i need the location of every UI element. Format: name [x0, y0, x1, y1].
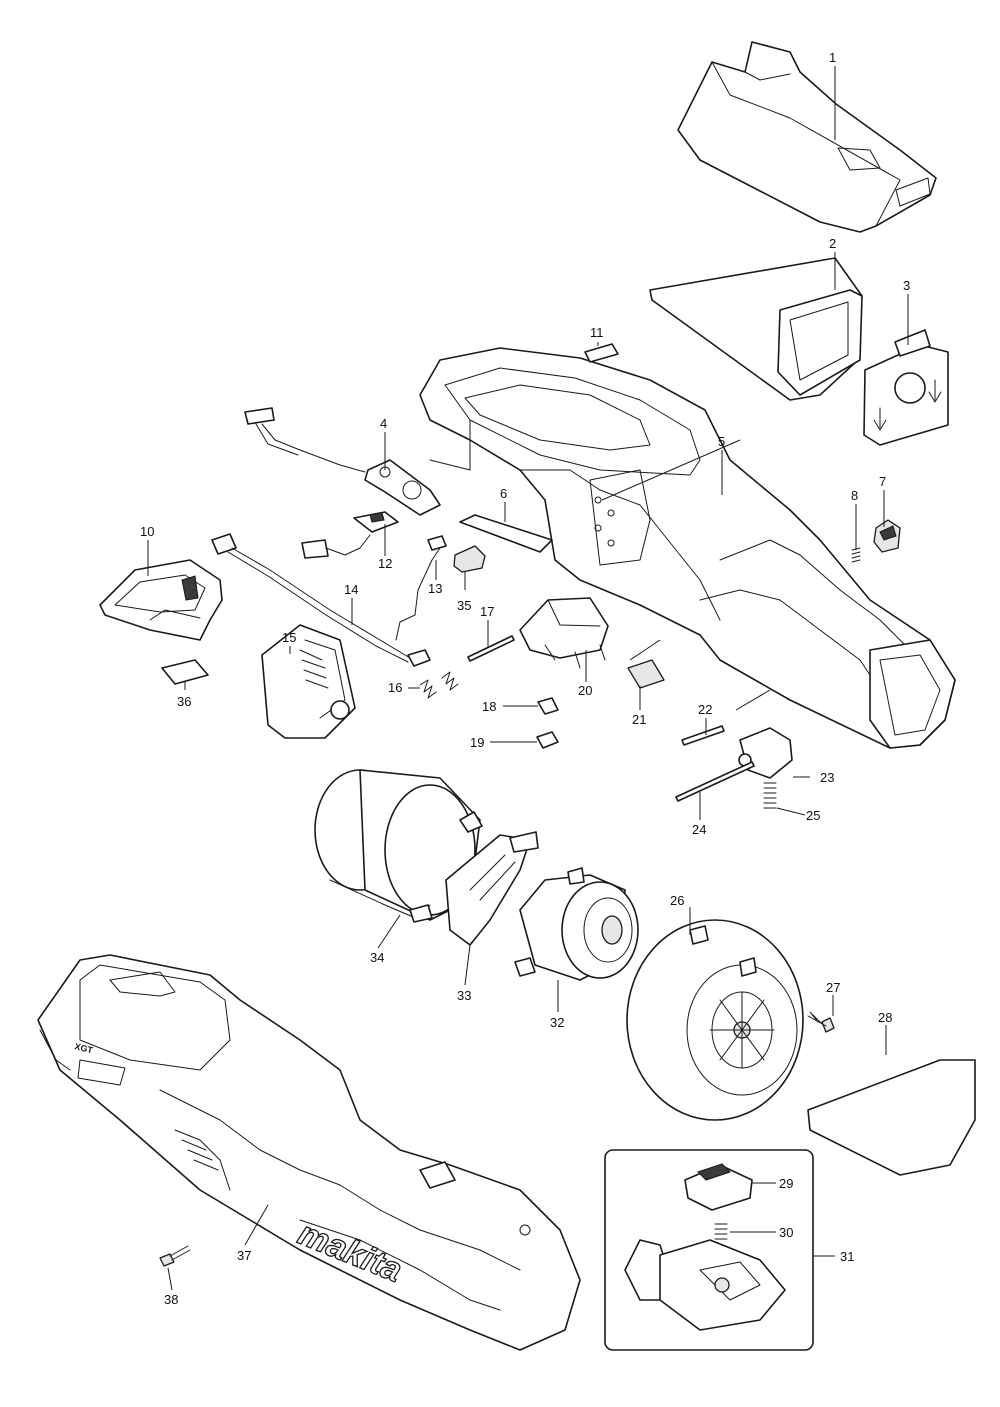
- label-36: 36: [177, 694, 191, 709]
- part-16-springs[interactable]: [419, 671, 459, 699]
- part-15-board-cover[interactable]: [261, 624, 356, 739]
- label-16: 16: [388, 680, 402, 695]
- part-18-clip[interactable]: [537, 697, 559, 715]
- part-1-dust-case[interactable]: [677, 41, 937, 233]
- part-20-switch-lever[interactable]: [519, 597, 609, 669]
- label-15: 15: [282, 630, 296, 645]
- label-6: 6: [500, 486, 507, 501]
- label-34: 34: [370, 950, 384, 965]
- label-33: 33: [457, 988, 471, 1003]
- part-23-release-button[interactable]: [738, 727, 793, 779]
- part-3-filter-plate[interactable]: [863, 329, 949, 446]
- leader-lines: [147, 66, 909, 1291]
- part-17-pin[interactable]: [467, 635, 515, 662]
- part-21-block[interactable]: [627, 659, 665, 689]
- part-12-switch-module[interactable]: [301, 511, 399, 559]
- label-24: 24: [692, 822, 706, 837]
- part-4-switch-plate[interactable]: [244, 407, 441, 516]
- label-5: 5: [718, 434, 725, 449]
- label-38: 38: [164, 1292, 178, 1307]
- label-13: 13: [428, 581, 442, 596]
- label-27: 27: [826, 980, 840, 995]
- label-28: 28: [878, 1010, 892, 1025]
- part-32-motor[interactable]: [514, 867, 639, 981]
- label-32: 32: [550, 1015, 564, 1030]
- part-28-sponge[interactable]: [807, 1059, 976, 1176]
- part-25-spring[interactable]: [763, 782, 777, 809]
- label-26: 26: [670, 893, 684, 908]
- part-31-nozzle-assembly-inset[interactable]: [604, 1149, 814, 1351]
- label-1: 1: [829, 50, 836, 65]
- label-3: 3: [903, 278, 910, 293]
- label-4: 4: [380, 416, 387, 431]
- label-31: 31: [840, 1249, 854, 1264]
- label-12: 12: [378, 556, 392, 571]
- part-5-main-housing[interactable]: [419, 347, 956, 749]
- label-19: 19: [470, 735, 484, 750]
- label-17: 17: [480, 604, 494, 619]
- part-29-nozzle-latch[interactable]: [684, 1163, 753, 1211]
- label-29: 29: [779, 1176, 793, 1191]
- part-11-label[interactable]: [584, 343, 619, 363]
- label-10: 10: [140, 524, 154, 539]
- part-13-wire-lead[interactable]: [395, 535, 447, 641]
- label-8: 8: [851, 488, 858, 503]
- part-8-spring[interactable]: [851, 547, 861, 563]
- label-30: 30: [779, 1225, 793, 1240]
- label-22: 22: [698, 702, 712, 717]
- part-26-fan-housing[interactable]: [626, 919, 804, 1121]
- xgt-badge: XGT: [74, 1041, 95, 1055]
- part-38-screw[interactable]: [159, 1245, 191, 1267]
- part-number-labels: 1 2 3 4 5 6 7 8 10 11 12 13 14 15 16 17 …: [140, 50, 910, 1307]
- label-7: 7: [879, 474, 886, 489]
- part-30-spring[interactable]: [714, 1223, 728, 1240]
- part-27-screw[interactable]: [807, 1011, 835, 1033]
- label-14: 14: [344, 582, 358, 597]
- label-21: 21: [632, 712, 646, 727]
- part-2-filter[interactable]: [649, 257, 863, 401]
- label-18: 18: [482, 699, 496, 714]
- label-23: 23: [820, 770, 834, 785]
- part-37-lower-housing[interactable]: [37, 954, 581, 1351]
- part-14-wire-harness[interactable]: [211, 533, 431, 667]
- part-35-switch[interactable]: [453, 545, 486, 573]
- label-25: 25: [806, 808, 820, 823]
- part-7-lock-button[interactable]: [873, 519, 901, 553]
- part-22-pin[interactable]: [681, 725, 725, 746]
- label-20: 20: [578, 683, 592, 698]
- label-2: 2: [829, 236, 836, 251]
- part-10-terminal-plate[interactable]: [99, 559, 223, 641]
- part-19-pad[interactable]: [536, 731, 559, 749]
- label-37: 37: [237, 1248, 251, 1263]
- label-35: 35: [457, 598, 471, 613]
- part-33-brush-holder[interactable]: [445, 831, 539, 946]
- part-24-shaft[interactable]: [675, 761, 755, 802]
- label-11: 11: [590, 325, 604, 340]
- part-6-label-plate[interactable]: [459, 514, 553, 553]
- part-36-pad[interactable]: [161, 659, 209, 685]
